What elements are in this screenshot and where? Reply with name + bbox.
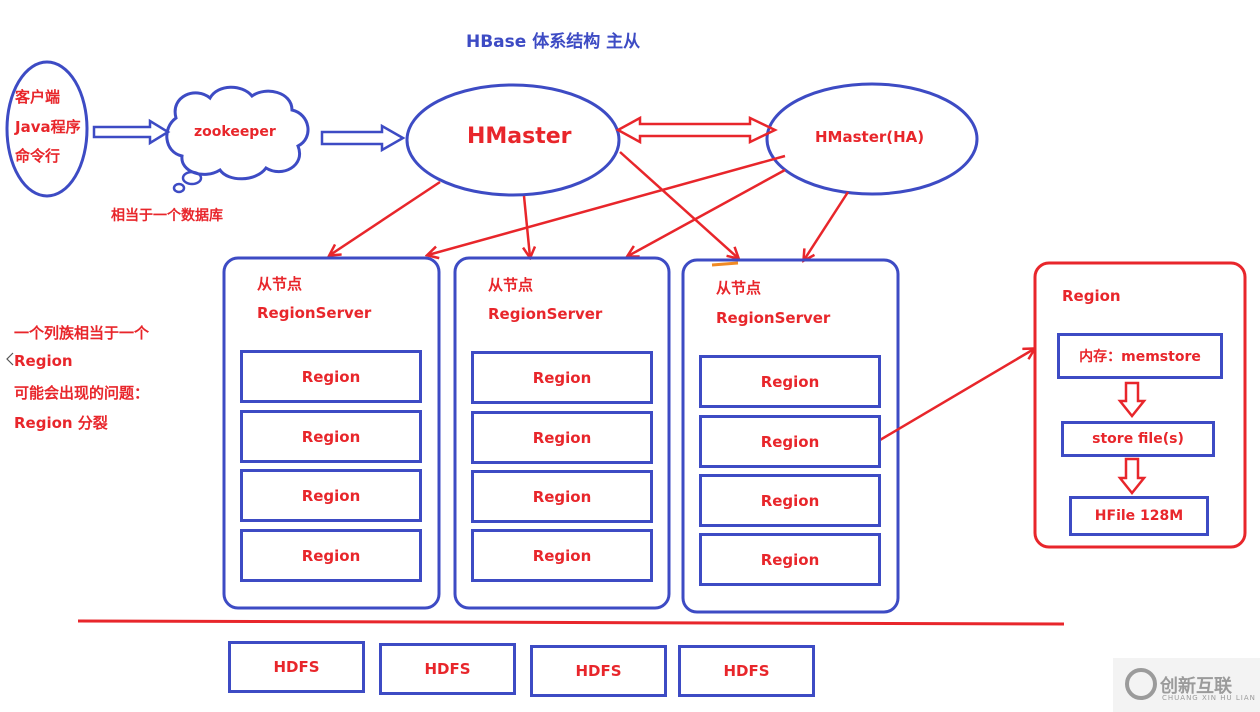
hmaster-ha-ellipse <box>765 82 979 196</box>
rs1-region-1: Region <box>240 350 422 403</box>
client-label-line2: Java程序 <box>15 118 81 136</box>
rs3-region-2: Region <box>699 415 881 468</box>
hmaster-ha-label: HMaster(HA) <box>815 128 925 146</box>
cloud-bubble-1 <box>181 170 203 186</box>
rs2-region-4: Region <box>471 529 653 582</box>
rs3-region-3: Region <box>699 474 881 527</box>
hfile-box: HFile 128M <box>1069 496 1209 536</box>
hdfs-box-3: HDFS <box>530 645 667 697</box>
watermark-sub: CHUANG XIN HU LIAN <box>1162 694 1256 702</box>
zookeeper-cloud <box>165 85 310 181</box>
region-detail-box <box>1033 261 1247 549</box>
note-line-3: 可能会出现的问题： <box>14 384 150 402</box>
hmaster-to-rs3-arrow <box>619 151 738 258</box>
rs1-title-line2: RegionServer <box>257 304 372 322</box>
hdfs-box-2: HDFS <box>379 643 516 695</box>
rs1-region-3: Region <box>240 469 422 522</box>
hmaster-ha-double-arrow <box>615 115 778 145</box>
client-to-zk-arrow <box>92 118 171 146</box>
rs2-region-2: Region <box>471 411 653 464</box>
regionserver-box-3 <box>681 258 900 614</box>
rs3-region-4: Region <box>699 533 881 586</box>
storefile-box: store file(s) <box>1061 421 1215 457</box>
zookeeper-note: 相当于一个数据库 <box>111 208 223 224</box>
regionserver-box-2 <box>453 256 671 610</box>
note-line-1: 一个列族相当于一个 <box>14 324 150 342</box>
client-ellipse <box>5 60 89 198</box>
zk-to-hmaster-arrow <box>320 123 406 153</box>
hmaster-label: HMaster <box>467 124 572 149</box>
note-bracket-mark <box>6 352 14 366</box>
hdfs-box-4: HDFS <box>678 645 815 697</box>
client-label-line3: 命令行 <box>15 147 61 165</box>
watermark-logo-icon <box>1125 668 1157 700</box>
hmaster-ellipse <box>405 83 621 197</box>
hmaster-to-rs1-arrow <box>330 180 441 255</box>
ha-to-rs2-arrow <box>628 168 786 256</box>
ha-to-rs1-arrow <box>428 154 786 255</box>
rs2-region-1: Region <box>471 351 653 404</box>
rs3-title-line1: 从节点 <box>716 279 762 297</box>
separator-line <box>77 619 1065 626</box>
rs3-title-line2: RegionServer <box>716 309 831 327</box>
note-line-2: Region <box>14 352 73 370</box>
storefile-to-hfile-arrow <box>1117 457 1147 496</box>
rs1-title-line1: 从节点 <box>257 275 303 293</box>
region-detail-title: Region <box>1062 287 1121 305</box>
rs2-title-line2: RegionServer <box>488 305 603 323</box>
hdfs-box-1: HDFS <box>228 641 365 693</box>
zookeeper-label: zookeeper <box>194 124 276 140</box>
regionserver-box-1 <box>222 256 441 610</box>
note-line-4: Region 分裂 <box>14 414 108 432</box>
region-to-detail-arrow <box>879 349 1034 442</box>
rs3-accent <box>711 261 739 267</box>
memstore-box: 内存：memstore <box>1057 333 1223 379</box>
rs1-region-2: Region <box>240 410 422 463</box>
client-label-line1: 客户端 <box>15 88 61 106</box>
cloud-bubble-2 <box>172 182 186 194</box>
watermark-name: 创新互联 <box>1160 676 1232 697</box>
rs2-title-line1: 从节点 <box>488 276 534 294</box>
rs1-region-4: Region <box>240 529 422 582</box>
memstore-to-storefile-arrow <box>1117 381 1147 419</box>
rs2-region-3: Region <box>471 470 653 523</box>
rs3-region-1: Region <box>699 355 881 408</box>
page-title: HBase 体系结构 主从 <box>466 32 641 52</box>
ha-to-rs3-arrow <box>804 191 850 260</box>
